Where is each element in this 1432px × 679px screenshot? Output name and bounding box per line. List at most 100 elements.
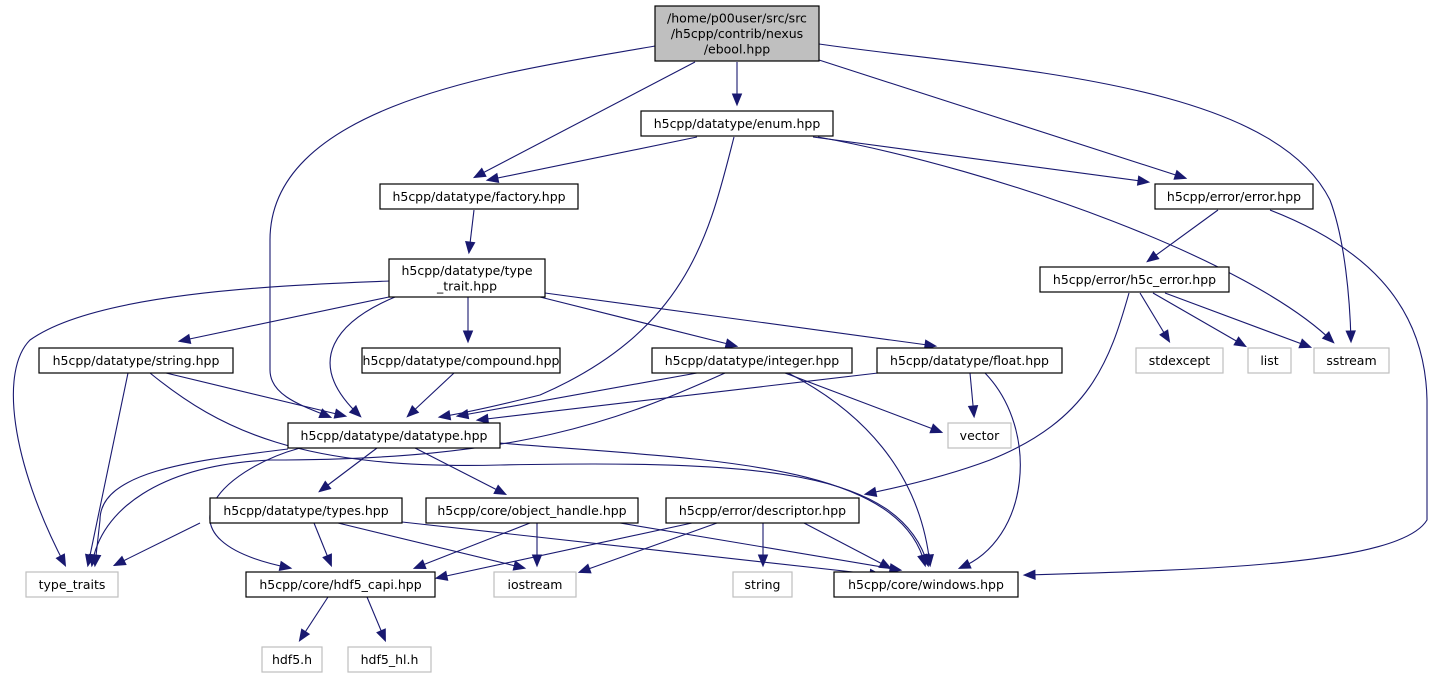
edge-h5c-error-to-descriptor [863, 292, 1130, 498]
edge-datatype-to-object-handle [414, 447, 508, 496]
edge-integer-to-datatype-arrowhead [455, 408, 470, 420]
node-string-sys: string [732, 571, 793, 598]
node-descriptor[interactable]: h5cpp/error/descriptor.hpp [665, 497, 860, 524]
edge-hdf5-capi-to-hdf5-h [298, 596, 329, 642]
node-box [732, 571, 793, 598]
node-box [287, 422, 501, 449]
edge-float-to-vector [967, 372, 979, 419]
edge-enum-to-error [812, 136, 1151, 186]
node-box [347, 646, 432, 673]
edge-datatype-to-types-arrowhead [318, 480, 332, 493]
edge-datatype-to-windows-arrowhead [917, 553, 928, 568]
edge-ebool-to-sstream-arrowhead [1345, 330, 1356, 344]
edge-string-hpp-to-datatype [165, 372, 348, 419]
edge-type-trait-to-type-traits-arrowhead [55, 553, 67, 568]
node-label: list [1260, 353, 1278, 368]
edge-error-to-windows [1022, 209, 1428, 580]
edge-enum-to-sstream [817, 136, 1335, 344]
edge-types-to-hdf5-capi-arrowhead [322, 553, 332, 568]
edge-compound-to-datatype [406, 372, 455, 418]
edge-factory-to-type-trait [465, 209, 476, 255]
edge-string-hpp-to-type-traits [85, 372, 129, 568]
edge-h5c-error-to-descriptor-arrowhead [863, 486, 878, 498]
node-string-hpp[interactable]: h5cpp/datatype/string.hpp [38, 347, 234, 374]
edge-ebool-to-factory-arrowhead [472, 167, 487, 179]
node-label: h5cpp/datatype/types.hpp [223, 503, 388, 518]
node-compound[interactable]: h5cpp/datatype/compound.hpp [361, 347, 561, 374]
edge-descriptor-to-windows-arrowhead [878, 558, 893, 570]
edge-enum-to-datatype-arrowhead [437, 410, 452, 421]
node-label: h5cpp/error/h5c_error.hpp [1053, 272, 1216, 287]
node-enum[interactable]: h5cpp/datatype/enum.hpp [640, 110, 834, 137]
edge-object-handle-to-hdf5-capi-arrowhead [412, 559, 427, 570]
node-label: /home/p00user/src/src [667, 11, 807, 26]
edge-enum-to-datatype [437, 136, 735, 421]
edge-ebool-to-factory [472, 61, 696, 179]
node-windows[interactable]: h5cpp/core/windows.hpp [833, 571, 1019, 598]
node-error[interactable]: h5cpp/error/error.hpp [1154, 183, 1314, 210]
node-box [651, 347, 853, 374]
edge-error-to-windows-arrowhead [1022, 569, 1036, 580]
node-label: vector [960, 428, 1001, 443]
node-datatype[interactable]: h5cpp/datatype/datatype.hpp [287, 422, 501, 449]
edge-integer-to-vector-arrowhead [929, 423, 944, 434]
node-type-trait[interactable]: h5cpp/datatype/type_trait.hpp [388, 258, 546, 298]
edge-float-to-datatype-arrowhead [475, 413, 490, 424]
node-label: h5cpp/datatype/factory.hpp [392, 189, 565, 204]
edge-object-handle-to-windows [619, 522, 903, 574]
node-box [833, 571, 1019, 598]
edge-error-to-h5c-error-arrowhead [1146, 250, 1160, 263]
edge-type-trait-to-string-hpp-arrowhead [177, 333, 192, 344]
edge-descriptor-to-hdf5-capi [434, 522, 693, 581]
node-box [209, 497, 403, 524]
node-label: hdf5_hl.h [361, 652, 419, 667]
edge-type-trait-to-type-traits [12, 280, 390, 568]
node-box [665, 497, 860, 524]
node-label: type_traits [39, 577, 106, 592]
node-label: h5cpp/datatype/enum.hpp [654, 116, 821, 131]
edge-type-trait-to-string-hpp [177, 296, 390, 344]
edge-type-trait-to-compound [462, 297, 474, 344]
node-label: string [745, 577, 781, 592]
edge-hdf5-capi-to-hdf5-h-arrowhead [298, 628, 311, 642]
node-box [947, 422, 1012, 449]
edge-object-handle-to-iostream [531, 523, 543, 568]
edge-datatype-to-type-traits [90, 448, 289, 568]
node-ebool[interactable]: /home/p00user/src/src/h5cpp/contrib/nexu… [654, 5, 820, 62]
edge-h5c-error-to-list-arrowhead [1233, 336, 1248, 348]
node-h5c-error[interactable]: h5cpp/error/h5c_error.hpp [1039, 266, 1230, 293]
node-box [25, 571, 119, 598]
edge-datatype-to-object-handle-arrowhead [493, 484, 508, 496]
node-factory[interactable]: h5cpp/datatype/factory.hpp [379, 183, 579, 210]
node-float[interactable]: h5cpp/datatype/float.hpp [876, 347, 1063, 374]
edge-datatype-to-types [318, 447, 378, 493]
edge-h5c-error-to-list [1152, 292, 1248, 348]
node-label: h5cpp/datatype/string.hpp [53, 353, 220, 368]
node-integer[interactable]: h5cpp/datatype/integer.hpp [651, 347, 853, 374]
node-label: h5cpp/datatype/float.hpp [890, 353, 1049, 368]
edge-float-to-windows [957, 372, 1021, 569]
edge-hdf5-capi-to-hdf5-hl-h [366, 596, 386, 643]
node-iostream: iostream [493, 571, 577, 598]
node-label: hdf5.h [272, 652, 312, 667]
node-hdf5-capi[interactable]: h5cpp/core/hdf5_capi.hpp [245, 571, 436, 598]
node-box [388, 258, 546, 298]
edge-types-to-hdf5-capi [313, 522, 332, 568]
node-box [1135, 347, 1224, 374]
edge-datatype-to-hdf5-capi-arrowhead [278, 560, 293, 571]
edge-integer-to-datatype [455, 372, 698, 420]
edge-ebool-to-sstream [818, 43, 1356, 344]
edge-ebool-to-error [818, 59, 1188, 180]
node-box [876, 347, 1063, 374]
edge-datatype-to-windows [499, 442, 928, 568]
edge-h5c-error-to-sstream-arrowhead [1298, 338, 1313, 349]
node-label: stdexcept [1149, 353, 1210, 368]
node-object-handle[interactable]: h5cpp/core/object_handle.hpp [425, 497, 639, 524]
node-hdf5-h: hdf5.h [261, 646, 323, 673]
node-types[interactable]: h5cpp/datatype/types.hpp [209, 497, 403, 524]
node-box [640, 110, 834, 137]
edge-float-to-windows-arrowhead [957, 558, 972, 569]
edge-ebool-to-datatype [269, 45, 656, 418]
node-box [1039, 266, 1230, 293]
